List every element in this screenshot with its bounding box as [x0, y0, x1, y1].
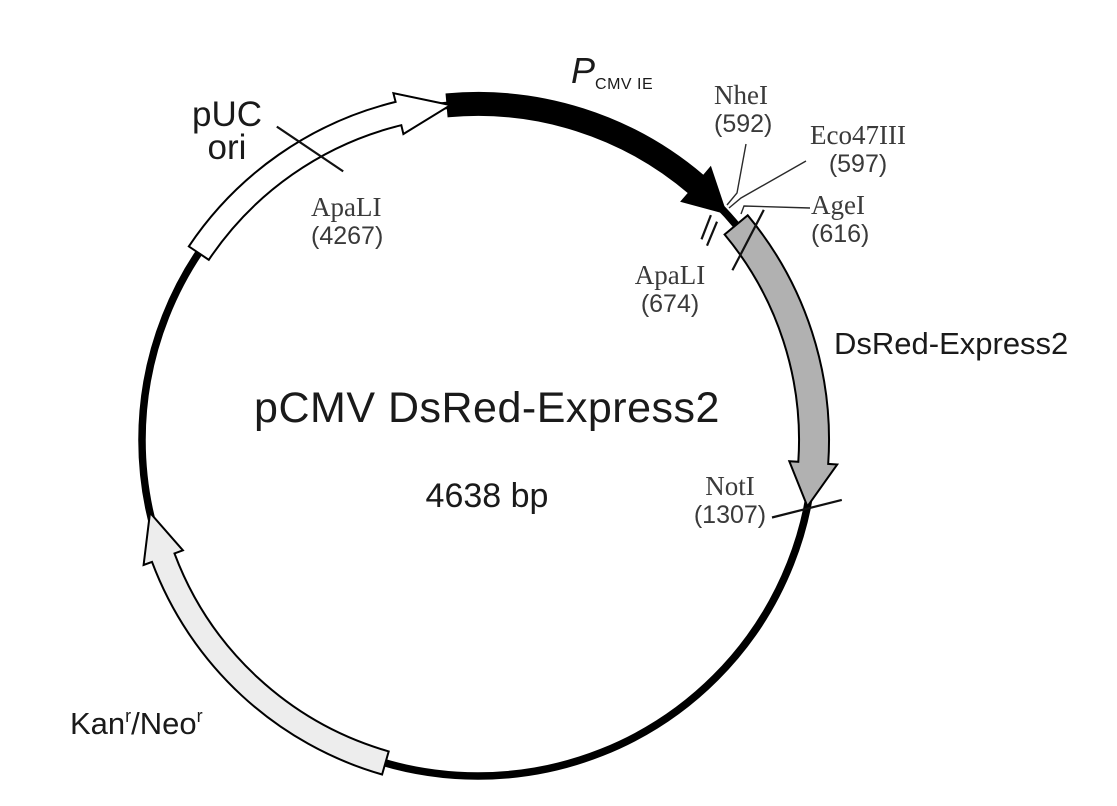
plasmid-size: 4638 bp [425, 477, 549, 515]
puc-ori-line2: ori [207, 128, 247, 167]
neo-sup: r [196, 705, 203, 726]
puc-ori-line1: pUC [191, 95, 263, 134]
tick-apali-4267 [276, 125, 344, 173]
pcmv-ie-symbol: P [571, 50, 596, 91]
site-label-agei: AgeI (616) [811, 190, 870, 249]
site-name-apali-4267: ApaLI [311, 192, 382, 222]
feature-label-puc-ori: pUC ori [177, 95, 277, 167]
tick-nhei [700, 214, 712, 240]
site-label-nhei: NheI (592) [714, 80, 773, 139]
site-pos-apali-4267: (4267) [311, 222, 384, 250]
site-name-eco47iii: Eco47III [810, 120, 906, 150]
tick-eco47iii [705, 221, 719, 247]
feature-label-dsred-express2: DsRed-Express2 [834, 326, 1069, 361]
plasmid-name: pCMV DsRed-Express2 [254, 384, 720, 432]
site-pos-nhei: (592) [714, 110, 773, 138]
site-pos-apali-674: (674) [640, 290, 700, 318]
site-label-apali-674: ApaLI (674) [608, 260, 732, 319]
kan-neo-arrow [142, 510, 390, 776]
site-name-nhei: NheI [714, 80, 768, 110]
pcmv-ie-arrow [445, 91, 728, 215]
site-name-apali-674: ApaLI [634, 260, 706, 290]
leader-eco47iii [728, 160, 807, 209]
leader-nhei [726, 143, 747, 206]
site-name-agei: AgeI [811, 190, 865, 220]
puc-ori-arrow [187, 91, 454, 262]
kan-text: Kan [70, 706, 126, 741]
tick-apali-674 [731, 209, 765, 271]
site-label-eco47iii: Eco47III (597) [798, 120, 918, 179]
site-pos-eco47iii: (597) [828, 150, 888, 178]
site-pos-agei: (616) [811, 220, 870, 248]
site-label-noti: NotI (1307) [676, 471, 784, 530]
site-name-noti: NotI [705, 471, 755, 501]
leader-agei [740, 205, 811, 215]
feature-label-kan-neo: Kanr/Neor [70, 706, 203, 742]
feature-label-pcmv-ie: PCMV IE [571, 50, 654, 93]
tick-noti [771, 498, 843, 519]
pcmv-ie-subscript: CMV IE [595, 76, 654, 93]
neo-text: /Neo [131, 706, 197, 741]
dsred-arrow [723, 213, 840, 509]
site-pos-noti: (1307) [693, 501, 767, 529]
kan-sup: r [125, 705, 132, 726]
site-label-apali-4267: ApaLI (4267) [311, 192, 384, 251]
